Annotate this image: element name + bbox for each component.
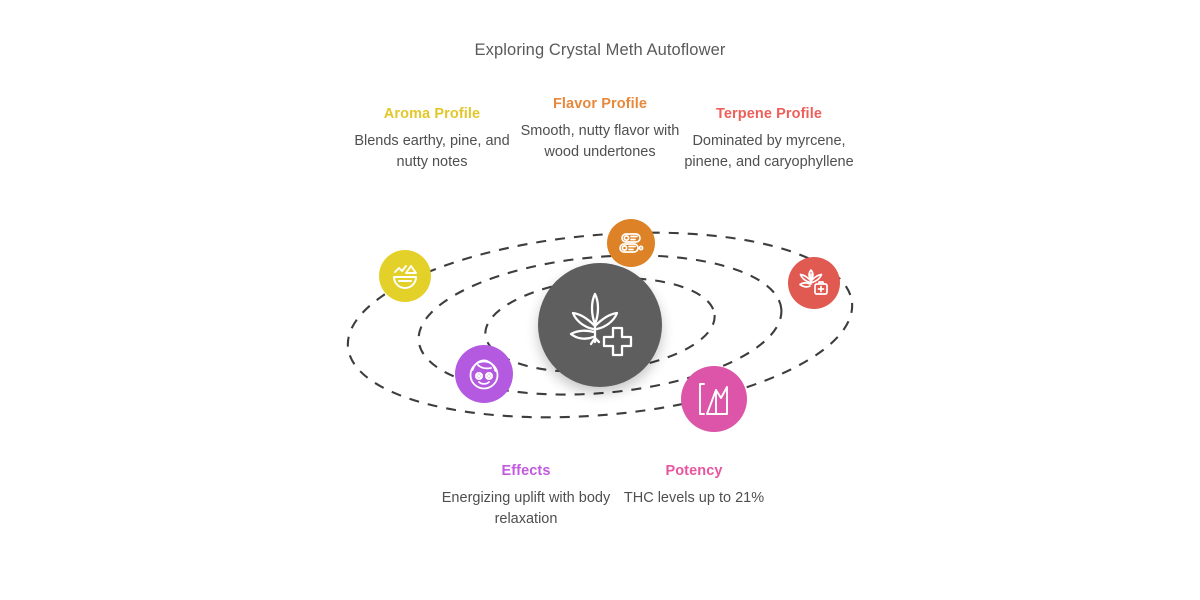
node-terpene[interactable]	[788, 257, 840, 309]
wood-logs-icon	[617, 229, 645, 257]
orbit-ring-inner	[484, 277, 716, 373]
section-aroma: Aroma Profile Blends earthy, pine, and n…	[347, 106, 517, 173]
potency-chart-icon	[693, 378, 735, 420]
cannabis-medical-kit-icon	[798, 267, 830, 299]
section-flavor-description: Smooth, nutty flavor with wood undertone…	[520, 123, 680, 160]
orbit-ring-outer	[346, 231, 854, 419]
section-flavor-heading: Flavor Profile	[552, 96, 648, 112]
euphoric-face-icon	[465, 355, 503, 393]
section-potency-heading: Potency	[665, 463, 723, 479]
section-aroma-description: Blends earthy, pine, and nutty notes	[354, 133, 510, 170]
section-flavor: Flavor Profile Smooth, nutty flavor with…	[516, 96, 684, 163]
section-effects-description: Energizing uplift with body relaxation	[441, 490, 611, 527]
orbit-ring-middle	[417, 254, 783, 396]
node-aroma[interactable]	[379, 250, 431, 302]
aroma-bowl-icon	[389, 260, 421, 292]
section-aroma-heading: Aroma Profile	[383, 106, 481, 122]
cannabis-leaf-medical-cross-icon	[561, 288, 639, 362]
section-potency-description: THC levels up to 21%	[623, 490, 765, 506]
section-terpene: Terpene Profile Dominated by myrcene, pi…	[680, 106, 858, 173]
section-terpene-heading: Terpene Profile	[716, 106, 822, 122]
section-effects-heading: Effects	[501, 463, 551, 479]
node-effects[interactable]	[455, 345, 513, 403]
node-potency[interactable]	[681, 366, 747, 432]
node-flavor[interactable]	[607, 219, 655, 267]
center-hub[interactable]	[538, 263, 662, 387]
section-effects: Effects Energizing uplift with body rela…	[441, 463, 611, 530]
page-title: Exploring Crystal Meth Autoflower	[474, 41, 726, 59]
section-terpene-description: Dominated by myrcene, pinene, and caryop…	[684, 133, 854, 170]
section-potency: Potency THC levels up to 21%	[611, 463, 777, 509]
